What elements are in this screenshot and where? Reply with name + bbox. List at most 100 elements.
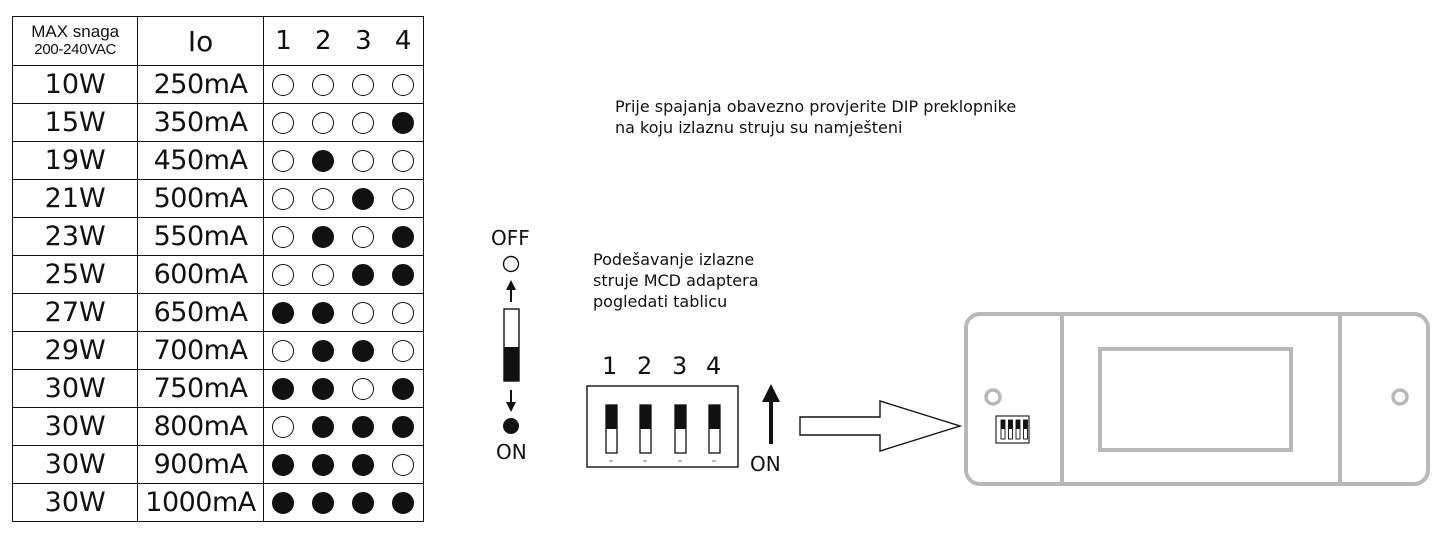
- switch-state-cell: [383, 407, 425, 446]
- switch-on-dot-icon: [272, 453, 295, 476]
- device-dip-switch: [995, 415, 1030, 444]
- switch-on-dot-icon: [352, 491, 375, 514]
- switch-off-dot-icon: [272, 73, 295, 96]
- header-switch-2: 2: [303, 16, 344, 66]
- switch-off-dot-icon: [272, 339, 295, 362]
- switch-on-dot-icon: [352, 263, 375, 286]
- current-cell: 900mA: [137, 445, 264, 484]
- mcd-adapter-device: [964, 312, 1430, 486]
- header-switch-3: 3: [343, 16, 384, 66]
- switch-state-cell: [303, 483, 344, 522]
- switch-state-cell: [343, 369, 384, 408]
- current-cell: 750mA: [137, 369, 264, 408]
- switch-state-cell: [303, 179, 344, 218]
- switch-state-cell: [383, 369, 425, 408]
- switch-state-cell: [383, 217, 425, 256]
- switch-off-dot-icon: [352, 225, 375, 248]
- dip-on-label: ON: [750, 452, 781, 476]
- switch-state-cell: [343, 65, 384, 104]
- current-cell: 650mA: [137, 293, 264, 332]
- current-cell: 700mA: [137, 331, 264, 370]
- dip-number-3: 3: [672, 352, 688, 380]
- switch-state-cell: [303, 65, 344, 104]
- switch-off-dot-icon: [392, 187, 415, 210]
- header-max-power-label: MAX snaga: [31, 22, 120, 41]
- switch-state-cell: [383, 179, 425, 218]
- dip-switch-4: [708, 404, 721, 462]
- current-cell: 1000mA: [137, 483, 264, 522]
- switch-off-dot-icon: [312, 111, 335, 134]
- dip-switch-2: [639, 404, 652, 462]
- switch-on-dot-icon: [312, 491, 335, 514]
- current-cell: 550mA: [137, 217, 264, 256]
- switch-state-cell: [262, 141, 304, 180]
- dip-switch-block: [586, 385, 739, 468]
- switch-state-cell: [303, 293, 344, 332]
- switch-on-dot-icon: [312, 301, 335, 324]
- legend-on-label: ON: [496, 440, 527, 464]
- current-cell: 800mA: [137, 407, 264, 446]
- warning-note: Prije spajanja obavezno provjerite DIP p…: [615, 96, 1016, 138]
- switch-lever: [504, 347, 519, 381]
- switch-off-dot-icon: [352, 149, 375, 172]
- switch-state-cell: [262, 217, 304, 256]
- power-cell: 23W: [11, 217, 139, 256]
- power-cell: 30W: [11, 483, 139, 522]
- table-header-row: MAX snaga 200-240VAC Io 1 2 3 4: [11, 16, 425, 66]
- mounting-hole-left: [984, 388, 1002, 406]
- switch-state-cell: [303, 369, 344, 408]
- switch-state-cell: [383, 483, 425, 522]
- switch-on-dot-icon: [352, 187, 375, 210]
- switch-state-cell: [343, 103, 384, 142]
- switch-state-cell: [383, 293, 425, 332]
- setup-line-2: struje MCD adaptera: [593, 271, 759, 290]
- switch-off-dot-icon: [312, 187, 335, 210]
- switch-state-cell: [383, 141, 425, 180]
- switch-state-cell: [343, 483, 384, 522]
- switch-off-dot-icon: [272, 149, 295, 172]
- header-current: Io: [137, 16, 264, 66]
- power-cell: 25W: [11, 255, 139, 294]
- switch-on-dot-icon: [352, 339, 375, 362]
- switch-on-dot-icon: [392, 491, 415, 514]
- switch-state-cell: [303, 255, 344, 294]
- switch-state-cell: [262, 293, 304, 332]
- mounting-hole-right: [1391, 388, 1409, 406]
- switch-off-dot-icon: [392, 149, 415, 172]
- power-cell: 30W: [11, 445, 139, 484]
- switch-state-cell: [343, 179, 384, 218]
- switch-off-dot-icon: [312, 263, 335, 286]
- switch-on-dot-icon: [272, 491, 295, 514]
- setup-note: Podešavanje izlazne struje MCD adaptera …: [593, 249, 759, 312]
- power-cell: 30W: [11, 407, 139, 446]
- switch-off-dot-icon: [272, 415, 295, 438]
- switch-off-dot-icon: [392, 453, 415, 476]
- current-cell: 600mA: [137, 255, 264, 294]
- switch-state-cell: [303, 445, 344, 484]
- switch-off-dot-icon: [272, 263, 295, 286]
- switch-off-dot-icon: [352, 301, 375, 324]
- switch-on-dot-icon: [312, 415, 335, 438]
- current-cell: 450mA: [137, 141, 264, 180]
- switch-on-dot-icon: [272, 301, 295, 324]
- switch-off-dot-icon: [272, 111, 295, 134]
- switch-on-dot-icon: [392, 111, 415, 134]
- switch-state-cell: [343, 293, 384, 332]
- switch-state-cell: [262, 369, 304, 408]
- power-cell: 15W: [11, 103, 139, 142]
- switch-on-dot-icon: [312, 225, 335, 248]
- switch-on-dot-icon: [392, 263, 415, 286]
- switch-on-dot-icon: [392, 415, 415, 438]
- switch-state-cell: [343, 445, 384, 484]
- switch-state-cell: [343, 255, 384, 294]
- switch-off-dot-icon: [352, 111, 375, 134]
- switch-state-cell: [383, 445, 425, 484]
- switch-off-dot-icon: [272, 187, 295, 210]
- switch-on-dot-icon: [352, 415, 375, 438]
- switch-off-dot-icon: [352, 73, 375, 96]
